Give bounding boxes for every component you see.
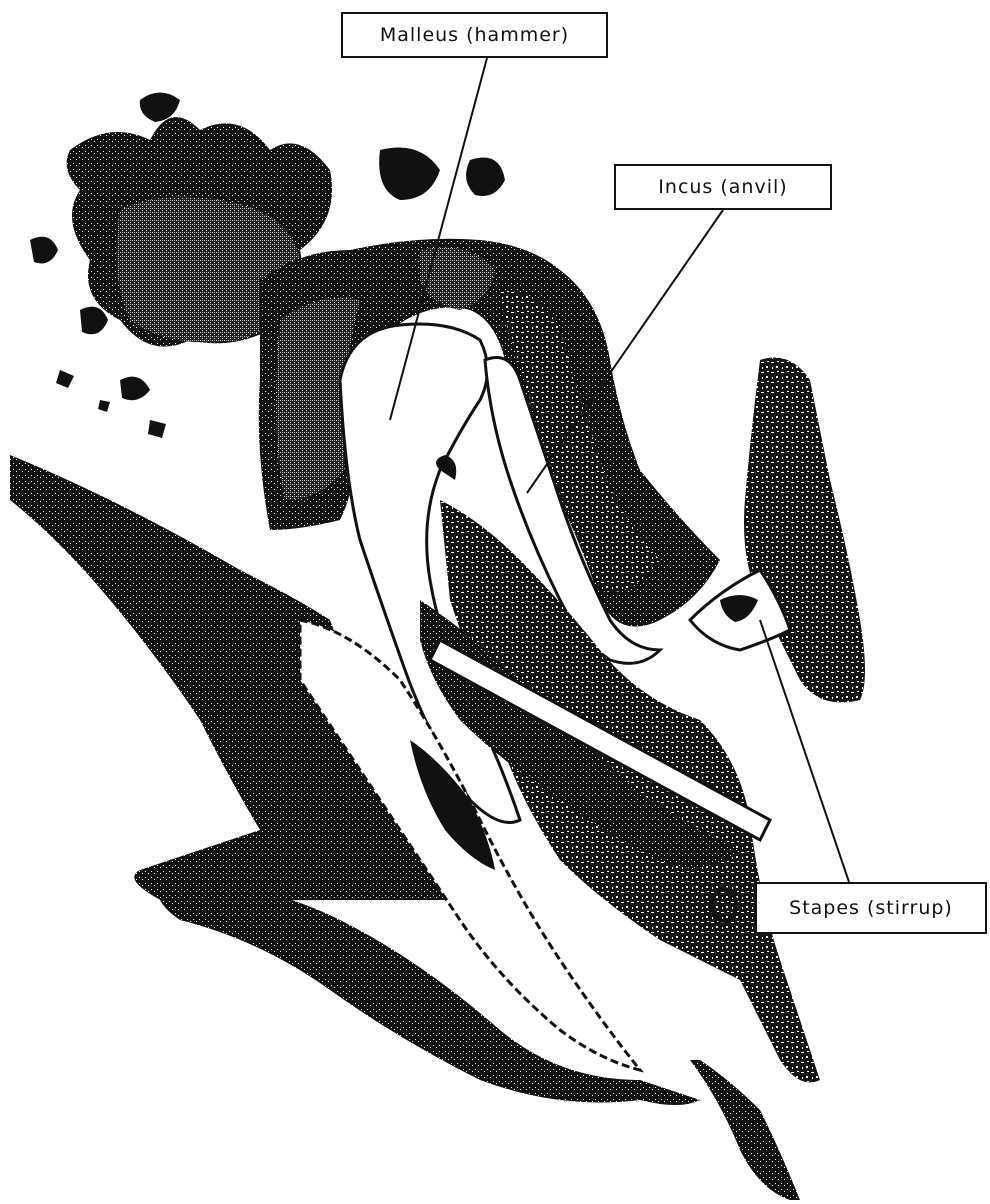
stapes-label-text: Stapes (stirrup): [789, 897, 953, 919]
malleus-label-text: Malleus (hammer): [380, 24, 569, 46]
incus-label: Incus (anvil): [614, 164, 832, 210]
stapes-label: Stapes (stirrup): [755, 882, 987, 934]
incus-label-text: Incus (anvil): [658, 176, 787, 198]
malleus-label: Malleus (hammer): [341, 12, 608, 58]
vestibule-region: [744, 358, 865, 703]
